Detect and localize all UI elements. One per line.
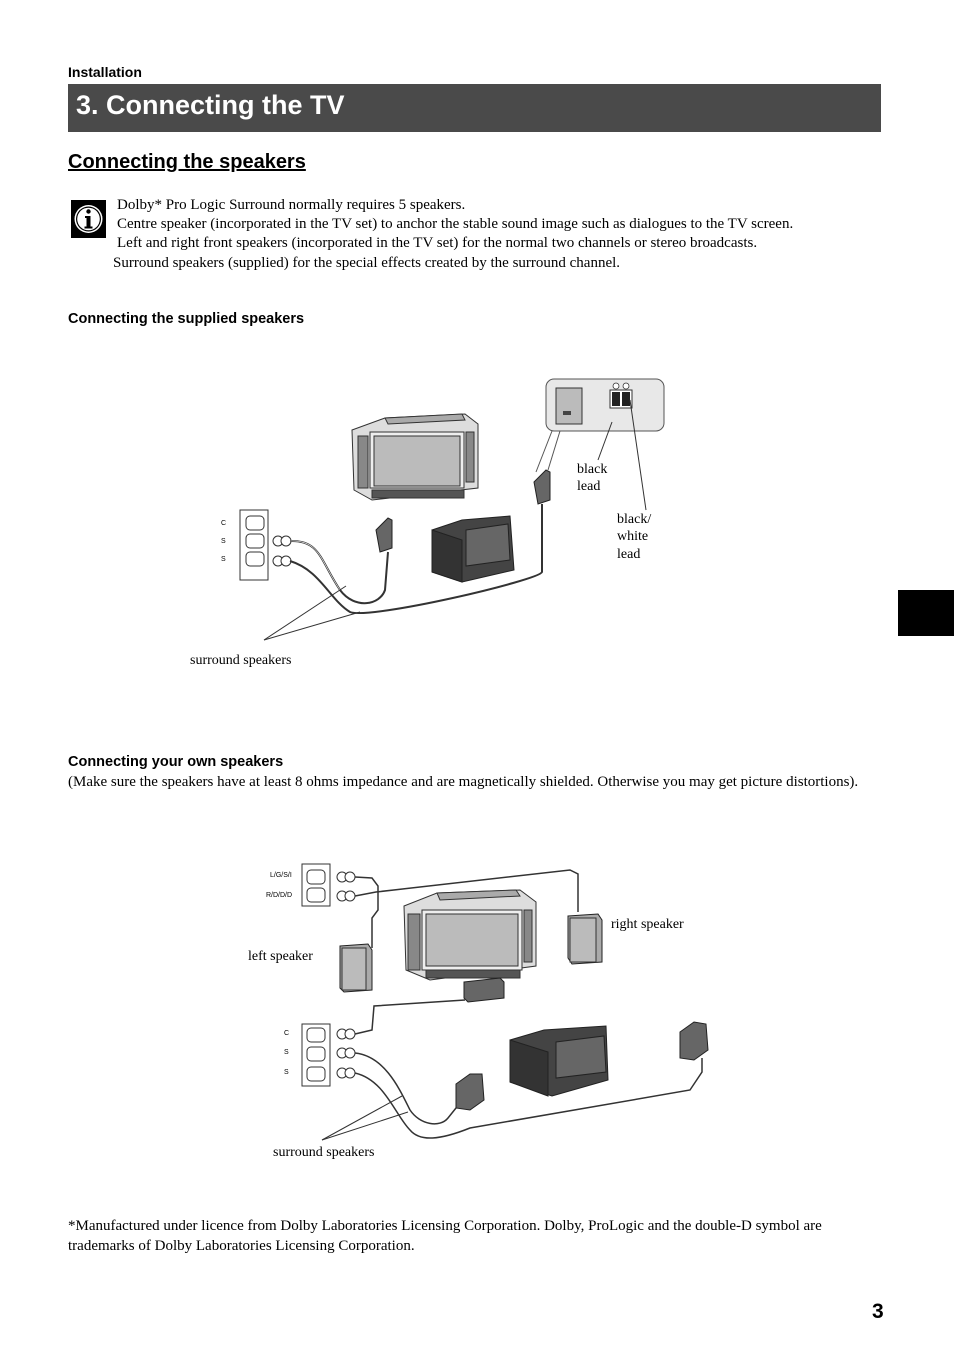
rear-connector-label: C: [284, 1030, 290, 1037]
surround-speaker-left: [375, 517, 393, 553]
connector-label: C: [221, 520, 227, 527]
black-white-lead-label: white: [617, 529, 649, 544]
info-icon: [71, 200, 106, 238]
rear-connector-label: S: [284, 1069, 289, 1076]
black-lead-label: lead: [577, 479, 601, 494]
surround-speakers-label: surround speakers: [273, 1145, 375, 1160]
section-heading: Connecting the speakers: [68, 151, 306, 173]
own-speakers-note: (Make sure the speakers have at least 8 …: [68, 774, 859, 790]
footnote: *Manufactured under licence from Dolby L…: [68, 1218, 822, 1254]
connector-label: S: [221, 556, 226, 563]
surround-speaker-right: [533, 469, 551, 505]
side-tab-marker: [898, 590, 954, 636]
front-connector-label: L/G/S/I: [270, 872, 292, 879]
black-lead-label: black: [577, 462, 608, 477]
supplied-speakers-heading: Connecting the supplied speakers: [68, 311, 305, 327]
black-white-lead-label: black/: [617, 512, 652, 527]
info-line: Surround speakers (supplied) for the spe…: [113, 255, 621, 271]
connector-label: S: [221, 538, 226, 545]
left-speaker-label: left speaker: [248, 949, 313, 964]
title-bar: 3. Connecting the TV: [68, 84, 881, 132]
surround-speakers-label: surround speakers: [190, 653, 292, 668]
section-label: Installation: [68, 64, 142, 80]
tv-illustration: [403, 889, 537, 981]
page-title: 3. Connecting the TV: [76, 90, 345, 120]
tv-illustration: [351, 413, 479, 501]
rear-connector-label: S: [284, 1049, 289, 1056]
info-line: Left and right front speakers (incorpora…: [117, 235, 758, 251]
front-connector-label: R/D/D/D: [266, 892, 293, 899]
right-speaker-label: right speaker: [611, 917, 684, 932]
info-line: Dolby* Pro Logic Surround normally requi…: [117, 197, 466, 213]
info-line: Centre speaker (incorporated in the TV s…: [117, 216, 794, 232]
black-white-lead-label: lead: [617, 547, 641, 562]
page-number: 3: [872, 1300, 884, 1323]
sofa-illustration: [431, 515, 515, 583]
own-speakers-heading: Connecting your own speakers: [68, 754, 284, 770]
